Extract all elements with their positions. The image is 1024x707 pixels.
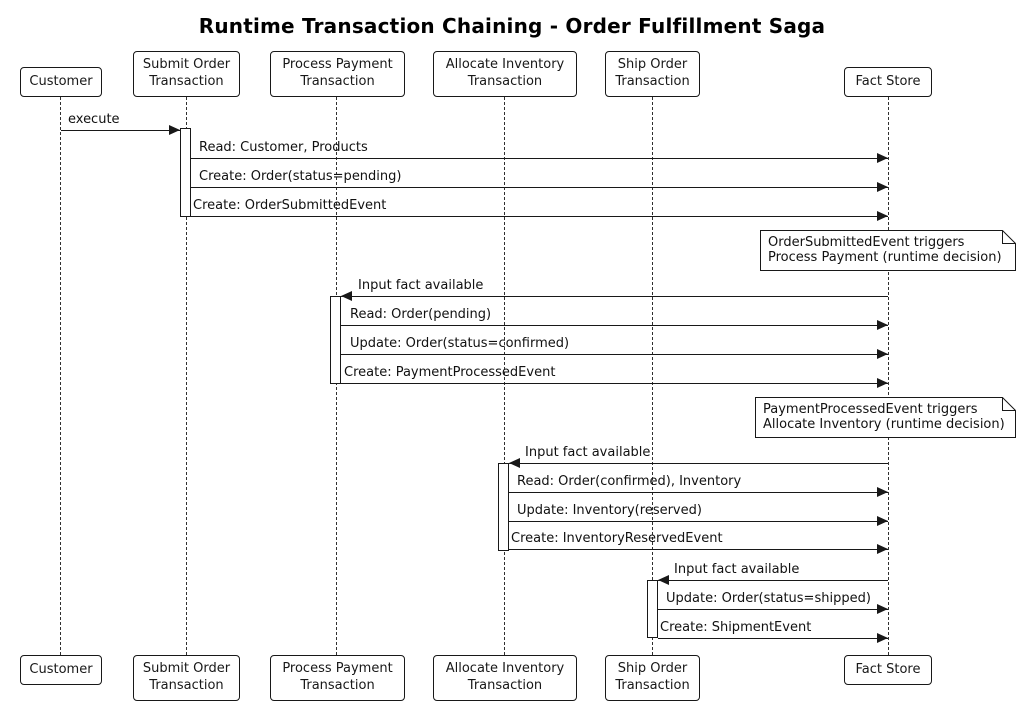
message-line — [509, 549, 888, 550]
arrowhead-right-icon — [877, 378, 888, 388]
arrowhead-right-icon — [877, 349, 888, 359]
message-line — [509, 521, 888, 522]
arrowhead-right-icon — [877, 516, 888, 526]
arrowhead-right-icon — [877, 544, 888, 554]
participant-fact-store-bottom: Fact Store — [844, 655, 932, 685]
activation-ship-order — [647, 580, 658, 638]
participant-fact-store-top: Fact Store — [844, 67, 932, 97]
arrowhead-left-icon — [509, 458, 520, 468]
participant-ship-order-bottom: Ship Order Transaction — [605, 655, 700, 701]
message-label: Read: Order(pending) — [350, 307, 492, 322]
participant-submit-order-top: Submit Order Transaction — [133, 51, 240, 97]
message-line — [509, 492, 888, 493]
participant-process-payment-top: Process Payment Transaction — [270, 51, 405, 97]
message-label: execute — [68, 112, 120, 127]
message-label: Read: Customer, Products — [199, 140, 368, 155]
message-line — [61, 130, 180, 131]
message-label: Update: Order(status=confirmed) — [350, 336, 570, 351]
participant-process-payment-bottom: Process Payment Transaction — [270, 655, 405, 701]
message-label: Create: OrderSubmittedEvent — [193, 198, 387, 213]
note-order-submitted-event: OrderSubmittedEvent triggers Process Pay… — [760, 230, 1016, 271]
lifeline-ship-order — [652, 97, 653, 655]
message-line — [191, 158, 888, 159]
lifeline-fact-store — [888, 97, 889, 655]
message-line — [658, 580, 888, 581]
message-line — [658, 609, 888, 610]
message-line — [658, 638, 888, 639]
message-line — [341, 383, 888, 384]
participant-ship-order-top: Ship Order Transaction — [605, 51, 700, 97]
note-text: PaymentProcessedEvent triggers Allocate … — [763, 402, 1005, 432]
message-label: Input fact available — [525, 445, 651, 460]
note-payment-processed-event: PaymentProcessedEvent triggers Allocate … — [755, 397, 1016, 438]
message-line — [191, 187, 888, 188]
lifeline-submit-order — [186, 97, 187, 655]
note-shape — [755, 397, 1016, 438]
arrowhead-right-icon — [877, 153, 888, 163]
message-line — [509, 463, 888, 464]
participant-allocate-inventory-bottom: Allocate Inventory Transaction — [433, 655, 577, 701]
lifeline-allocate-inventory — [504, 97, 505, 655]
arrowhead-right-icon — [877, 182, 888, 192]
diagram-title: Runtime Transaction Chaining - Order Ful… — [198, 14, 826, 38]
message-label: Input fact available — [674, 562, 800, 577]
participant-customer-top: Customer — [20, 67, 102, 97]
activation-submit-order — [180, 128, 191, 217]
arrowhead-right-icon — [877, 320, 888, 330]
message-label: Read: Order(confirmed), Inventory — [517, 474, 742, 489]
message-label: Create: Order(status=pending) — [199, 169, 402, 184]
message-label: Create: InventoryReservedEvent — [511, 531, 723, 546]
arrowhead-right-icon — [877, 211, 888, 221]
note-text: OrderSubmittedEvent triggers Process Pay… — [768, 235, 1002, 265]
message-line — [341, 296, 888, 297]
activation-process-payment — [330, 296, 341, 384]
message-label: Update: Order(status=shipped) — [666, 591, 871, 606]
message-line — [341, 354, 888, 355]
message-label: Create: PaymentProcessedEvent — [344, 365, 556, 380]
lifeline-customer — [60, 97, 61, 655]
arrowhead-right-icon — [877, 633, 888, 643]
arrowhead-right-icon — [169, 125, 180, 135]
message-line — [191, 216, 888, 217]
participant-submit-order-bottom: Submit Order Transaction — [133, 655, 240, 701]
message-line — [341, 325, 888, 326]
participant-customer-bottom: Customer — [20, 655, 102, 685]
arrowhead-left-icon — [341, 291, 352, 301]
message-label: Create: ShipmentEvent — [660, 620, 812, 635]
arrowhead-right-icon — [877, 604, 888, 614]
activation-allocate-inventory — [498, 463, 509, 551]
arrowhead-left-icon — [658, 575, 669, 585]
arrowhead-right-icon — [877, 487, 888, 497]
message-label: Update: Inventory(reserved) — [517, 503, 702, 518]
participant-allocate-inventory-top: Allocate Inventory Transaction — [433, 51, 577, 97]
note-shape — [760, 230, 1016, 271]
message-label: Input fact available — [358, 278, 484, 293]
